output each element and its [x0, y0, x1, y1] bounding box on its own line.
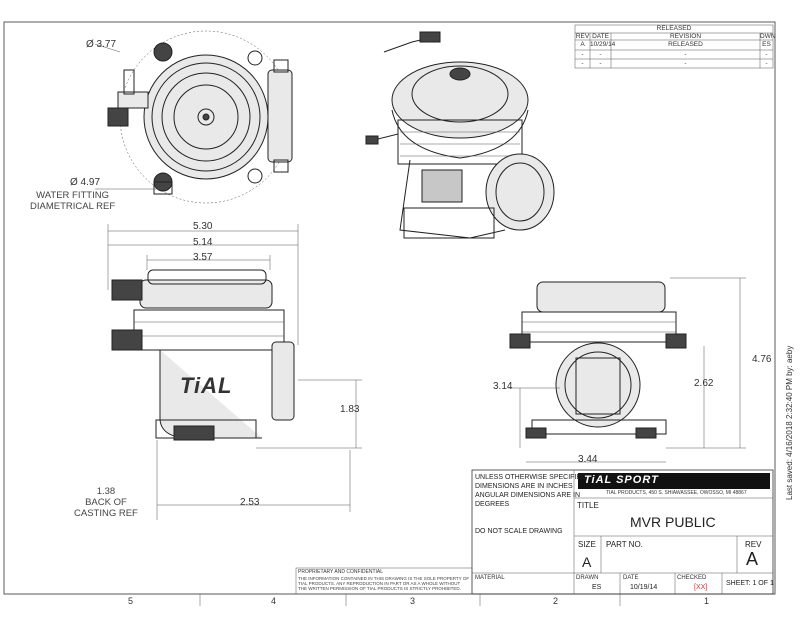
rev-row-3-revision: - [684, 60, 687, 67]
part-casting-logo: TiAL [180, 373, 233, 398]
top-view [94, 30, 293, 204]
drawn-value: ES [592, 584, 602, 591]
iso-view [365, 31, 555, 239]
rev-row-1-revision: RELEASED [668, 41, 703, 48]
rev-label: REV [745, 540, 762, 549]
checked-value: [XX] [694, 584, 708, 591]
zone-ticks [199, 594, 621, 606]
drawing-title: MVR PUBLIC [630, 514, 716, 530]
tb-note-4: DEGREES [475, 501, 510, 508]
rev-row-3-dwn: - [765, 60, 768, 67]
last-saved-stamp: Last saved: 4/16/2018 2:32:40 PM by: aeb… [785, 345, 794, 500]
material-label: MATERIAL [475, 575, 505, 581]
size-value: A [582, 554, 592, 570]
company-logo: TiAL SPORT [584, 474, 659, 486]
title-block-grid [295, 469, 774, 595]
zone-label-4: 4 [271, 596, 277, 606]
tb-note-1: UNLESS OTHERWISE SPECIFIED: [475, 474, 589, 481]
zone-label-3: 3 [410, 596, 416, 606]
revision-table-grid [574, 24, 774, 69]
dim-height-183: 1.83 [340, 404, 360, 415]
dim-top-diameter: Ø 3.77 [86, 39, 117, 50]
rev-row-2-date: - [599, 51, 602, 58]
size-label: SIZE [578, 540, 596, 549]
tb-do-not-scale: DO NOT SCALE DRAWING [475, 528, 563, 535]
proprietary-text: THE INFORMATION CONTAINED IN THIS DRAWIN… [298, 576, 470, 591]
rev-row-1-rev: A [580, 41, 585, 48]
rev-value: A [746, 549, 759, 569]
drawn-label: DRAWN [576, 575, 599, 581]
dim-fitting-note: WATER FITTING DIAMETRICAL REF [30, 190, 116, 212]
rev-header-date: DATE [592, 33, 609, 40]
sheet-number: SHEET: 1 OF 1 [726, 580, 774, 587]
part-no-label: PART NO. [606, 540, 643, 549]
date-value: 10/19/14 [630, 584, 658, 591]
dim-fitting-diameter: Ø 4.97 [70, 177, 101, 188]
dim-height-262: 2.62 [694, 378, 714, 389]
side-view [509, 281, 687, 439]
title-label: TITLE [577, 501, 599, 510]
dim-height-314: 3.14 [493, 381, 513, 392]
rev-row-3-rev: - [581, 60, 584, 67]
zone-label-1: 1 [704, 596, 710, 606]
rev-row-2-revision: - [684, 51, 687, 58]
rev-row-2-rev: - [581, 51, 584, 58]
front-view [111, 269, 295, 441]
company-address: TIAL PRODUCTS, 450 S. SHIAWASSEE, OWOSSO… [606, 490, 747, 496]
revision-status: RELEASED [656, 25, 692, 32]
dim-back-casting: 1.38 BACK OF CASTING REF [74, 486, 138, 519]
rev-row-3-date: - [599, 60, 602, 67]
tb-note-3: ANGULAR DIMENSIONS ARE IN [475, 492, 581, 499]
tb-note-2: DIMENSIONS ARE IN INCHES [475, 483, 573, 490]
dim-width-357: 3.57 [193, 252, 213, 263]
rev-header-rev: REV [575, 33, 590, 40]
rev-row-1-dwn: ES [762, 41, 771, 48]
rev-header-revision: REVISION [669, 33, 702, 40]
dim-len-253: 2.53 [240, 497, 260, 508]
dim-height-476: 4.76 [752, 354, 772, 365]
dim-width-530: 5.30 [193, 221, 213, 232]
proprietary-title: PROPRIETARY AND CONFIDENTIAL [298, 569, 384, 575]
rev-row-2-dwn: - [765, 51, 768, 58]
dim-width-514: 5.14 [193, 237, 213, 248]
rev-header-dwn: DWN [760, 33, 776, 40]
date-label: DATE [623, 575, 639, 581]
dimension-lines [107, 224, 746, 520]
rev-row-1-date: 10/29/14 [590, 41, 616, 48]
dim-width-344: 3.44 [578, 454, 598, 465]
checked-label: CHECKED [677, 575, 707, 581]
zone-label-2: 2 [553, 596, 559, 606]
zone-label-5: 5 [128, 596, 134, 606]
